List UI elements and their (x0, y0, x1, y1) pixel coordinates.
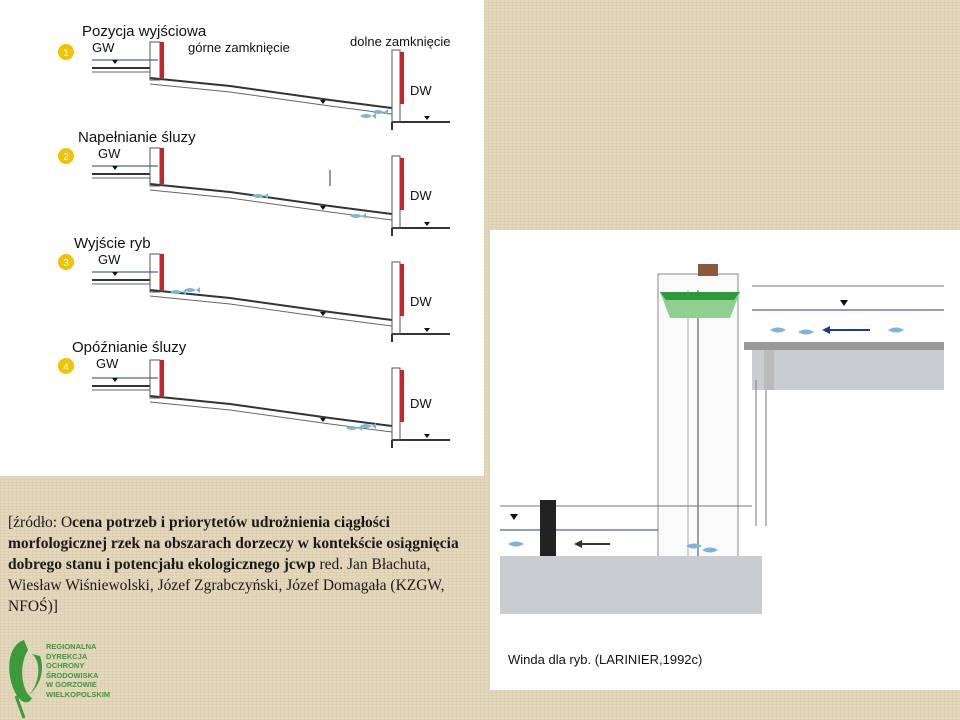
source-authors: red. Jan Błachuta, Wiesław Wiśniewolski,… (8, 556, 445, 615)
stage-4-title: Opóźnianie śluzy (72, 339, 187, 356)
logo-line: DYREKCJA (46, 651, 88, 661)
stage-3: 3 Wyjście ryb GW DW (58, 235, 451, 343)
stage-2: 2 Napełnianie śluzy GW DW (58, 129, 451, 237)
stage-3-badge (58, 254, 74, 270)
logo-line: OCHRONY (46, 661, 85, 670)
fish-lift-diagram-panel: Winda dla ryb. (LARINIER,1992c) (490, 230, 960, 690)
stage-1-gw-label: GW (92, 40, 115, 55)
stage-2-dw-label: DW (410, 188, 432, 203)
logo-text: REGIONALNA DYREKCJA OCHRONY ŚRODOWISKA W… (46, 642, 110, 699)
stage-1-number: 1 (63, 48, 69, 59)
source-title: cena potrzeb i priorytetów udrożnienia c… (8, 514, 459, 573)
stage-2-title: Napełnianie śluzy (78, 129, 196, 146)
source-prefix: [źródło: O (8, 514, 73, 531)
upper-gate-label: górne zamknięcie (188, 40, 290, 55)
stage-2-gw-label: GW (98, 146, 121, 161)
lower-gate-label: dolne zamknięcie (350, 34, 450, 49)
stage-2-badge (58, 148, 74, 164)
stage-4-number: 4 (63, 362, 69, 373)
stage-3-gw-label: GW (98, 252, 121, 267)
logo-line: W GORZOWIE (46, 680, 97, 689)
stage-3-title: Wyjście ryb (74, 235, 151, 252)
stage-2-number: 2 (63, 152, 69, 163)
stage-4-dw-label: DW (410, 396, 432, 411)
stage-3-number: 3 (63, 258, 69, 269)
stage-1: 1 Pozycja wyjściowa GW górne zamknięcie … (58, 23, 451, 131)
source-citation: [źródło: Ocena potrzeb i priorytetów udr… (8, 512, 486, 617)
rdos-logo (9, 640, 43, 719)
fish-lock-diagram: 1 Pozycja wyjściowa GW górne zamknięcie … (58, 23, 451, 449)
stage-4-badge (58, 358, 74, 374)
stage-3-dw-label: DW (410, 294, 432, 309)
logo-line: REGIONALNA (46, 642, 97, 651)
logo-line: WIELKOPOLSKIM (46, 689, 111, 699)
stage-1-badge (58, 44, 74, 60)
logo-line: ŚRODOWISKA (46, 670, 99, 680)
stage-1-dw-label: DW (410, 83, 432, 98)
fish-lift-diagram: Winda dla ryb. (LARINIER,1992c) (500, 264, 944, 667)
stage-4: 4 Opóźnianie śluzy GW DW (58, 339, 451, 449)
fish-lock-diagram-panel: 1 Pozycja wyjściowa GW górne zamknięcie … (0, 0, 484, 476)
stage-1-title: Pozycja wyjściowa (82, 23, 207, 40)
fish-lift-caption: Winda dla ryb. (LARINIER,1992c) (508, 652, 702, 667)
stage-4-gw-label: GW (96, 356, 119, 371)
